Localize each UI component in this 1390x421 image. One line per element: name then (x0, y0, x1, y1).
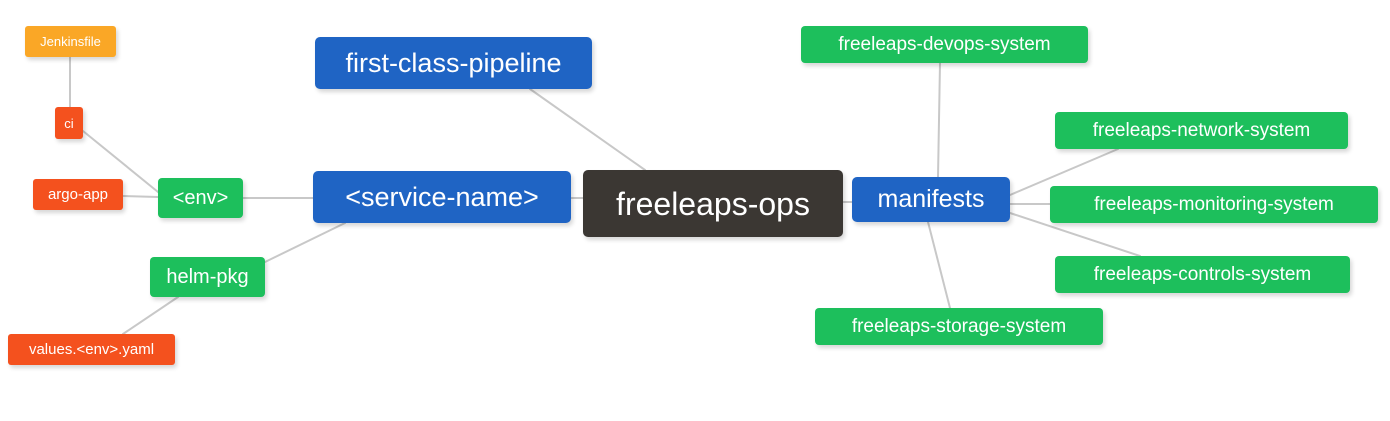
node-manifests[interactable]: manifests (852, 177, 1010, 222)
node-label: freeleaps-network-system (1092, 120, 1311, 141)
node-env[interactable]: <env> (158, 178, 243, 218)
node-label: freeleaps-devops-system (838, 34, 1051, 55)
edge-helm-pkg-to-service-name (264, 222, 346, 263)
node-label: freeleaps-controls-system (1093, 264, 1312, 285)
node-argo-app[interactable]: argo-app (33, 179, 123, 210)
node-label: ci (64, 115, 74, 131)
node-values-yaml[interactable]: values.<env>.yaml (8, 334, 175, 365)
edge-first-class-pipeline-to-freeleaps-ops (529, 88, 646, 171)
node-freeleaps-controls-system[interactable]: freeleaps-controls-system (1055, 256, 1350, 293)
node-label: argo-app (47, 186, 109, 203)
edge-manifests-to-freeleaps-devops-system (937, 62, 941, 178)
node-service-name[interactable]: <service-name> (313, 171, 571, 223)
node-label: <service-name> (345, 181, 539, 212)
node-label: freeleaps-storage-system (851, 316, 1067, 337)
node-label: Jenkinsfile (40, 34, 101, 49)
node-first-class-pipeline[interactable]: first-class-pipeline (315, 37, 592, 89)
node-label: values.<env>.yaml (28, 341, 155, 358)
node-label: manifests (877, 185, 985, 213)
edge-argo-app-to-env (122, 195, 159, 198)
node-freeleaps-devops-system[interactable]: freeleaps-devops-system (801, 26, 1088, 63)
node-freeleaps-storage-system[interactable]: freeleaps-storage-system (815, 308, 1103, 345)
node-ci[interactable]: ci (55, 107, 83, 139)
node-label: <env> (172, 187, 229, 209)
node-helm-pkg[interactable]: helm-pkg (150, 257, 265, 297)
node-freeleaps-network-system[interactable]: freeleaps-network-system (1055, 112, 1348, 149)
node-label: helm-pkg (166, 266, 249, 288)
node-label: first-class-pipeline (345, 47, 562, 78)
edge-values-yaml-to-helm-pkg (122, 296, 179, 335)
node-freeleaps-ops[interactable]: freeleaps-ops (583, 170, 843, 237)
node-jenkinsfile[interactable]: Jenkinsfile (25, 26, 116, 57)
node-freeleaps-monitoring-system[interactable]: freeleaps-monitoring-system (1050, 186, 1378, 223)
node-label: freeleaps-ops (616, 185, 810, 222)
edge-manifests-to-freeleaps-storage-system (927, 221, 951, 309)
node-label: freeleaps-monitoring-system (1094, 194, 1334, 215)
